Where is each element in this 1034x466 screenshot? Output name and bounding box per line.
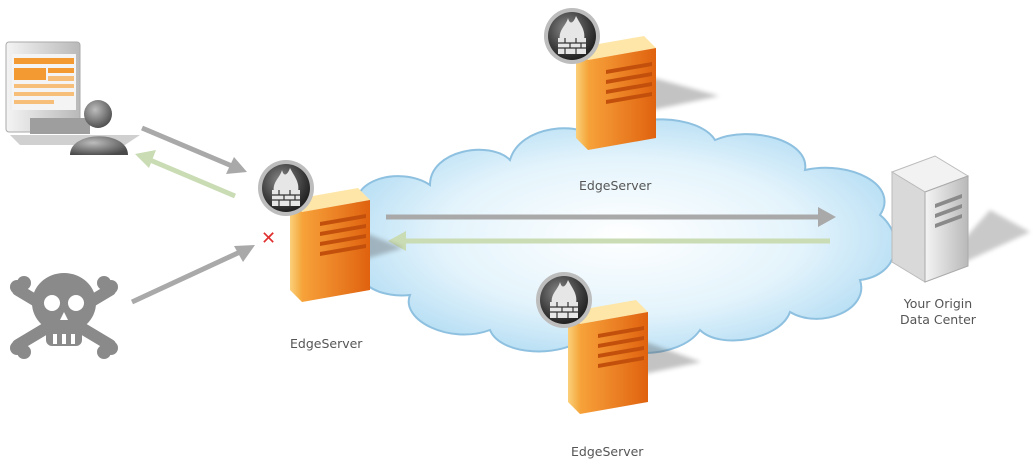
blocked-mark: ✕ [261,228,276,249]
request-arrow-user [141,125,247,174]
firewall-badge-icon [544,8,600,64]
edge-server-top [544,8,719,150]
attack-arrow [130,245,255,305]
skull-crossbones-icon [10,273,118,359]
cloud [348,118,897,355]
origin-label-line1: Your Origin [903,296,973,311]
firewall-badge-icon [536,272,592,328]
origin-label-line2: Data Center [900,312,976,327]
origin-label: Your Origin Data Center [893,296,983,328]
edge-server-bottom-label: EdgeServer [571,444,644,459]
edge-server-bottom [536,272,701,414]
edge-server-top-label: EdgeServer [579,178,652,193]
origin-server-icon [890,155,1030,283]
firewall-badge-icon [258,160,314,216]
user-at-computer-icon [5,41,140,155]
response-arrow-origin [388,231,830,251]
response-arrow-user [135,150,236,199]
request-arrow-origin [386,207,836,227]
edge-server-left [258,160,403,302]
edge-server-left-label: EdgeServer [290,336,363,351]
